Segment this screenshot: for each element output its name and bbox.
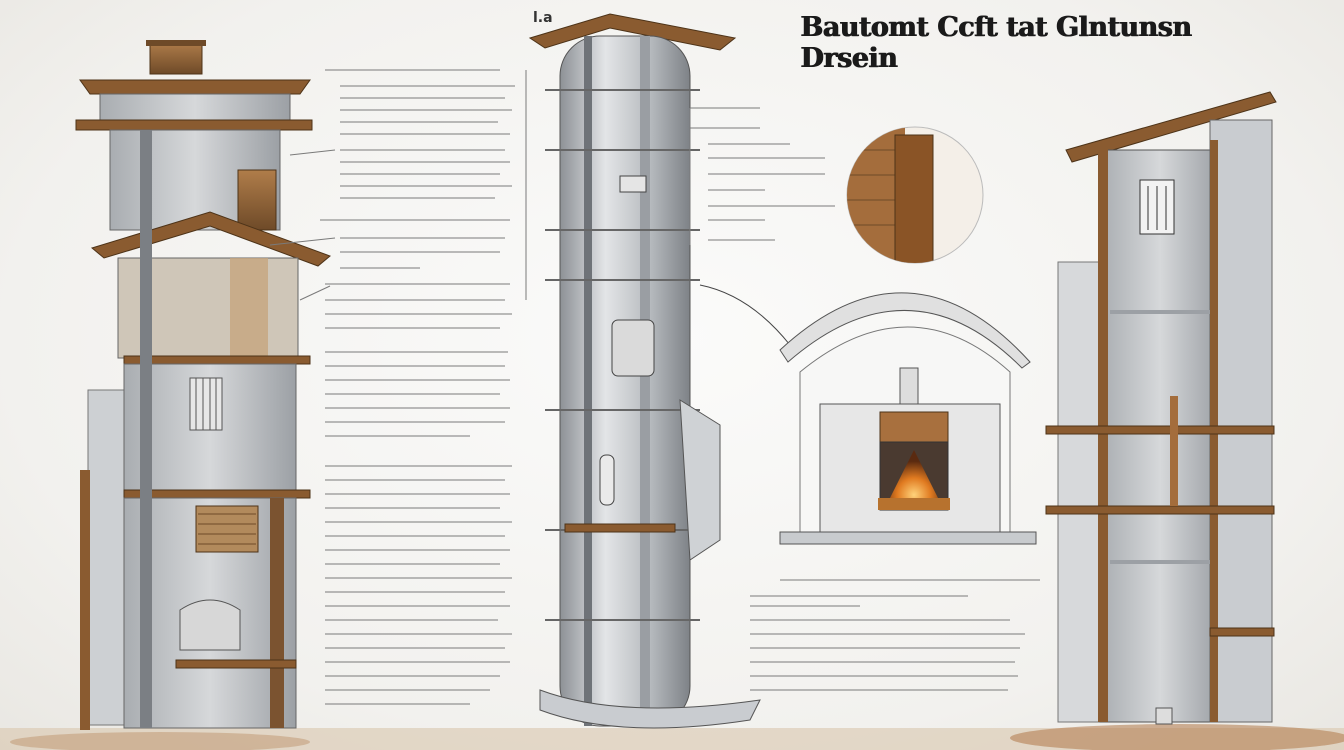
right-chimney-tower (1045, 91, 1277, 725)
center-pipe-column (528, 13, 761, 729)
wood-detail-circle (846, 126, 984, 264)
page-title: Bautomt Ccft tat Glntunsn Drsein (800, 12, 1192, 74)
left-annotation-block (269, 69, 527, 705)
top-corner-mark: l.a (533, 10, 553, 26)
fireplace-section (779, 292, 1037, 545)
fireplace-annotation-block (750, 579, 1040, 691)
left-chimney-tower (75, 40, 331, 730)
center-annotation-block (689, 107, 835, 346)
